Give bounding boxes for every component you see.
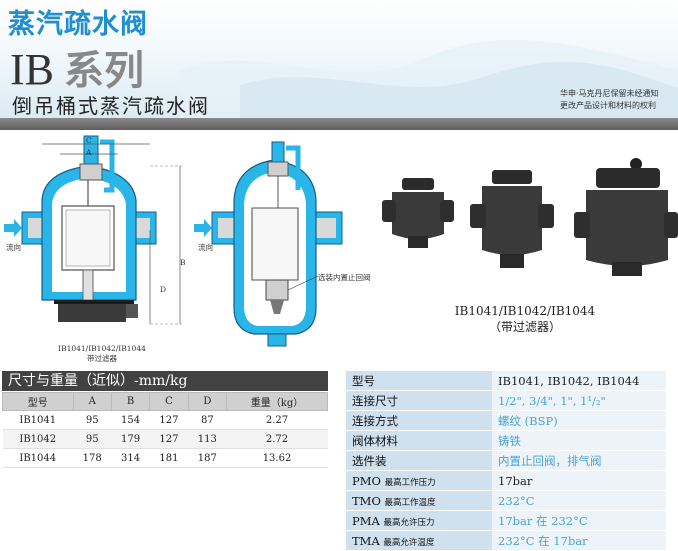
table-cell: 2.27	[226, 410, 328, 430]
rights-note-line1: 华申·马克丹尼保留未经通知	[560, 89, 659, 98]
spec-row: 型号 IB1041, IB1042, IB1044	[346, 371, 666, 391]
spec-value: 232°C 在 17bar	[492, 530, 666, 551]
flow-label-right: 流向	[198, 243, 213, 252]
spec-key: 阀体材料	[346, 430, 492, 451]
spec-row: 选件装 内置止回阀，排气阀	[346, 450, 666, 471]
dim-header-cell: 型号	[2, 392, 74, 411]
spec-value: 17bar	[492, 470, 666, 491]
left-caption-line1: IB1041/IB1042/IB1044	[58, 344, 146, 353]
dim-table: 型号 A B C D 重量（kg） IB1041 95 154 127 87 2…	[2, 392, 328, 468]
photo-models-line1: IB1041/IB1042/IB1044	[454, 304, 596, 318]
spec-value: 17bar 在 232°C	[492, 510, 666, 531]
spec-key: 连接尺寸	[346, 390, 492, 411]
spec-row: 连接尺寸 1/2", 3/4", 1", 1¹/₂"	[346, 390, 666, 411]
spec-key: 连接方式	[346, 410, 492, 431]
right-section-drawing	[194, 141, 343, 347]
table-cell: IB1041	[2, 410, 74, 430]
table-row: IB1044 178 314 181 187 13.62	[2, 448, 328, 468]
left-section-drawing	[4, 135, 182, 325]
rights-note: 华申·马克丹尼保留未经通知 更改产品设计和材料的权利	[560, 88, 675, 112]
product-photo-ib1044	[574, 158, 678, 276]
spec-value: IB1041, IB1042, IB1044	[492, 371, 666, 391]
table-cell: 113	[188, 429, 227, 449]
spec-value: 铸铁	[492, 430, 666, 451]
flow-label-left: 流向	[6, 243, 21, 252]
table-cell: 13.62	[226, 448, 328, 468]
photo-models-caption: IB1041/IB1042/IB1044 （带过滤器）	[430, 303, 620, 335]
product-photo-ib1041	[382, 178, 454, 248]
dim-label-c: C	[86, 136, 92, 145]
dim-header-cell: C	[149, 392, 189, 411]
table-cell: IB1044	[2, 448, 74, 468]
left-drawing-caption: IB1041/IB1042/IB1044 带过滤器	[52, 344, 152, 364]
product-photo-ib1042	[470, 170, 554, 268]
spec-row: TMO 最高工作温度 232°C	[346, 490, 666, 511]
dim-table-header: 型号 A B C D 重量（kg）	[2, 392, 328, 411]
spec-key: PMO 最高工作压力	[346, 470, 492, 491]
table-cell: 314	[111, 448, 150, 468]
spec-row: 连接方式 螺纹 (BSP)	[346, 410, 666, 431]
table-cell: 181	[149, 448, 189, 468]
dim-label-a: A	[86, 148, 92, 157]
spec-key: TMA 最高允许温度	[346, 530, 492, 551]
series-code: IB	[10, 45, 54, 94]
spec-value: 1/2", 3/4", 1", 1¹/₂"	[492, 390, 666, 411]
dim-header-cell: A	[72, 392, 112, 411]
photo-models-line2: （带过滤器）	[488, 320, 561, 334]
table-row: IB1041 95 154 127 87 2.27	[2, 410, 328, 430]
table-cell: 95	[73, 410, 112, 430]
table-cell: 178	[73, 448, 112, 468]
spec-key: 型号	[346, 371, 492, 391]
dim-header-cell: D	[187, 392, 228, 411]
wave-decoration	[180, 39, 678, 118]
header-band	[0, 118, 678, 130]
table-cell: IB1042	[2, 429, 74, 449]
table-cell: 127	[149, 429, 189, 449]
dim-label-b: B	[180, 258, 186, 267]
spec-value: 内置止回阀，排气阀	[492, 450, 666, 471]
table-cell: 95	[73, 429, 112, 449]
header-background	[0, 0, 678, 118]
spec-row: PMA 最高允许压力 17bar 在 232°C	[346, 510, 666, 531]
spec-row: 阀体材料 铸铁	[346, 430, 666, 451]
spec-row: TMA 最高允许温度 232°C 在 17bar	[346, 530, 666, 551]
dim-table-title: 尺寸与重量（近似）-mm/kg	[2, 371, 328, 391]
table-cell: 187	[188, 448, 227, 468]
page-topic: 蒸汽疏水阀	[8, 9, 148, 40]
spec-value: 螺纹 (BSP)	[492, 410, 666, 431]
left-caption-line2: 带过滤器	[87, 354, 117, 363]
dim-header-cell: B	[110, 392, 151, 411]
spec-value: 232°C	[492, 490, 666, 511]
drawings-area	[4, 135, 678, 347]
dim-header-cell: 重量（kg）	[226, 392, 328, 411]
spec-key: 选件装	[346, 450, 492, 471]
spec-row: PMO 最高工作压力 17bar	[346, 470, 666, 491]
rights-note-line2: 更改产品设计和材料的权利	[560, 101, 656, 110]
table-cell: 154	[111, 410, 150, 430]
spec-key: PMA 最高允许压力	[346, 510, 492, 531]
check-valve-label: 选装内置止回阀	[318, 273, 371, 282]
dim-label-d: D	[160, 285, 167, 294]
series-suffix: 系列	[64, 48, 144, 93]
spec-key: TMO 最高工作温度	[346, 490, 492, 511]
product-subtitle: 倒吊桶式蒸汽疏水阀	[12, 94, 210, 118]
spec-table: 型号 IB1041, IB1042, IB1044 连接尺寸 1/2", 3/4…	[346, 371, 666, 551]
table-cell: 127	[149, 410, 189, 430]
table-cell: 87	[188, 410, 227, 430]
table-cell: 2.72	[226, 429, 328, 449]
table-row: IB1042 95 179 127 113 2.72	[2, 429, 328, 449]
table-cell: 179	[111, 429, 150, 449]
